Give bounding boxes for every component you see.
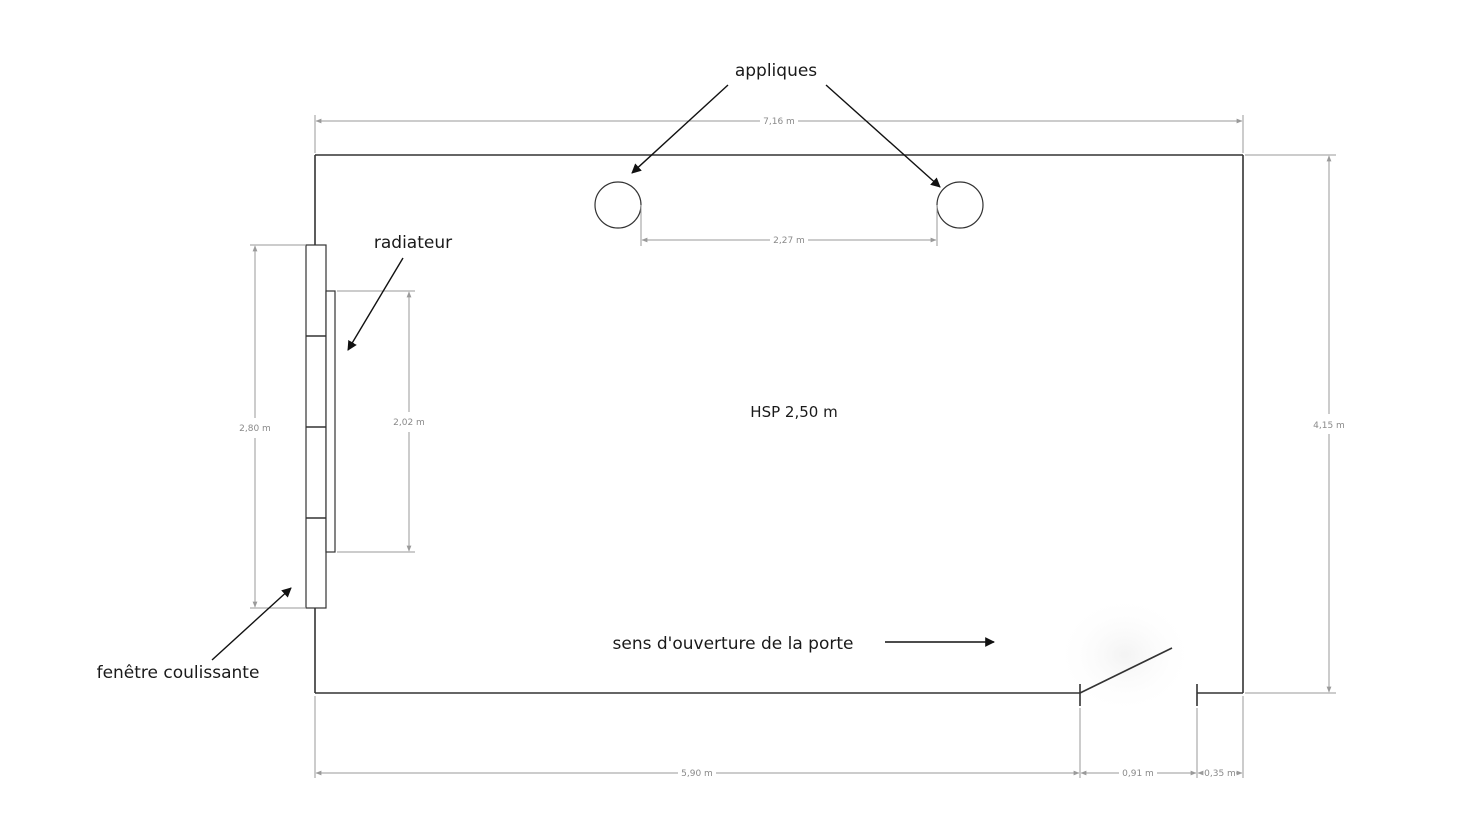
dimension-door-return-label: 0,35 m <box>1204 769 1236 779</box>
dimension-window-label: 2,80 m <box>239 424 271 434</box>
door <box>1079 647 1198 706</box>
annotation-radiator-label: radiateur <box>374 233 452 253</box>
dimension-width-label: 7,16 m <box>763 117 795 127</box>
dimension-radiator-label: 2,02 m <box>393 418 425 428</box>
dimension-sconce-spacing-label: 2,27 m <box>773 236 805 246</box>
sconce-left <box>594 181 642 229</box>
annotation-radiator: radiateur <box>347 233 452 351</box>
ceiling-height-label: HSP 2,50 m <box>750 403 837 421</box>
arrow-to-right-sconce <box>825 84 941 188</box>
arrow-to-radiator <box>347 257 404 351</box>
annotation-sconces-label: appliques <box>735 61 817 81</box>
dimension-depth: 4,15 m <box>1245 154 1345 694</box>
annotation-window: fenêtre coulissante <box>97 587 292 683</box>
sliding-window <box>305 244 327 609</box>
dimension-sconce-spacing: 2,27 m <box>640 205 938 246</box>
dimension-bottom-chain: 5,90 m 0,91 m 0,35 m <box>314 696 1244 779</box>
arrow-to-left-sconce <box>631 84 729 174</box>
annotation-sconces: appliques <box>631 61 941 188</box>
dimension-window: 2,80 m <box>239 244 306 609</box>
room-walls <box>314 154 1244 694</box>
dimension-door-label: 0,91 m <box>1122 769 1154 779</box>
dimension-radiator: 2,02 m <box>337 290 425 553</box>
door-leaf <box>1079 647 1173 694</box>
dimension-depth-label: 4,15 m <box>1313 421 1345 431</box>
annotation-door-direction-label: sens d'ouverture de la porte <box>613 634 854 654</box>
eraser-smudge <box>1055 595 1195 715</box>
dimension-width: 7,16 m <box>314 115 1244 153</box>
annotation-door-direction: sens d'ouverture de la porte <box>613 634 995 654</box>
sconce-right <box>936 181 984 229</box>
dimension-bottom-left-label: 5,90 m <box>681 769 713 779</box>
radiator <box>325 290 336 553</box>
arrow-to-window <box>211 587 292 661</box>
annotation-window-label: fenêtre coulissante <box>97 663 260 683</box>
